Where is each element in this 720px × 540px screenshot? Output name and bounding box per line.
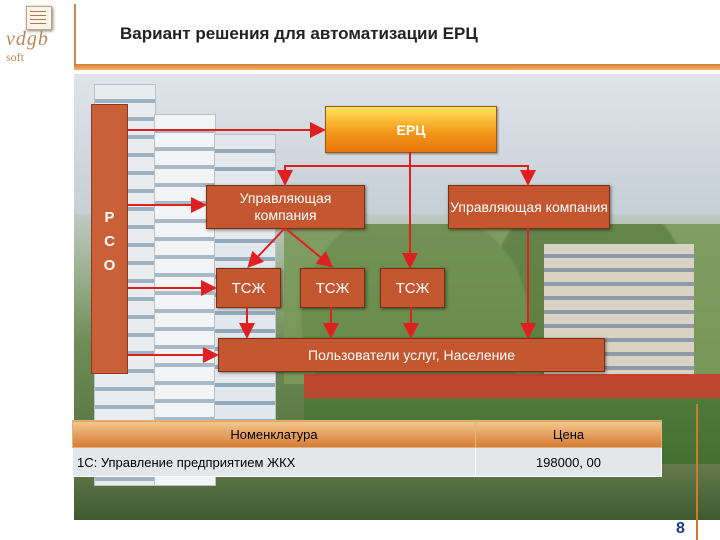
rso-box: Р С О (91, 104, 128, 374)
erc-box: ЕРЦ (325, 106, 497, 153)
page-number: 8 (676, 520, 685, 537)
users-box: Пользователи услуг, Население (218, 338, 605, 372)
table-cell: 1С: Управление предприятием ЖКХ (72, 447, 476, 477)
rso-letter: Р (104, 209, 115, 226)
pricing-table: Номенклатура Цена 1С: Управление предпри… (72, 420, 662, 477)
company-logo: vdgb soft (6, 6, 76, 64)
logo-subtext: soft (6, 50, 24, 64)
tsj-box: ТСЖ (300, 268, 365, 308)
table-header: Цена (475, 420, 662, 448)
tsj-box: ТСЖ (216, 268, 281, 308)
slide-title: Вариант решения для автоматизации ЕРЦ (120, 24, 478, 43)
slide-header: vdgb soft Вариант решения для автоматиза… (0, 0, 720, 68)
rso-letter: С (104, 233, 115, 250)
table-cell: 198000, 00 (475, 447, 662, 477)
header-rule (74, 64, 720, 70)
table-header: Номенклатура (72, 420, 476, 448)
logo-text: vdgb (6, 28, 49, 50)
tsj-box: ТСЖ (380, 268, 445, 308)
management-company-box: Управляющая компания (448, 185, 610, 229)
footer-rule (696, 404, 720, 540)
table-row: 1С: Управление предприятием ЖКХ 198000, … (72, 447, 662, 477)
management-company-box: Управляющая компания (206, 185, 365, 229)
rso-letter: О (103, 257, 116, 274)
logo-emblem (26, 6, 52, 30)
header-divider (74, 4, 76, 64)
